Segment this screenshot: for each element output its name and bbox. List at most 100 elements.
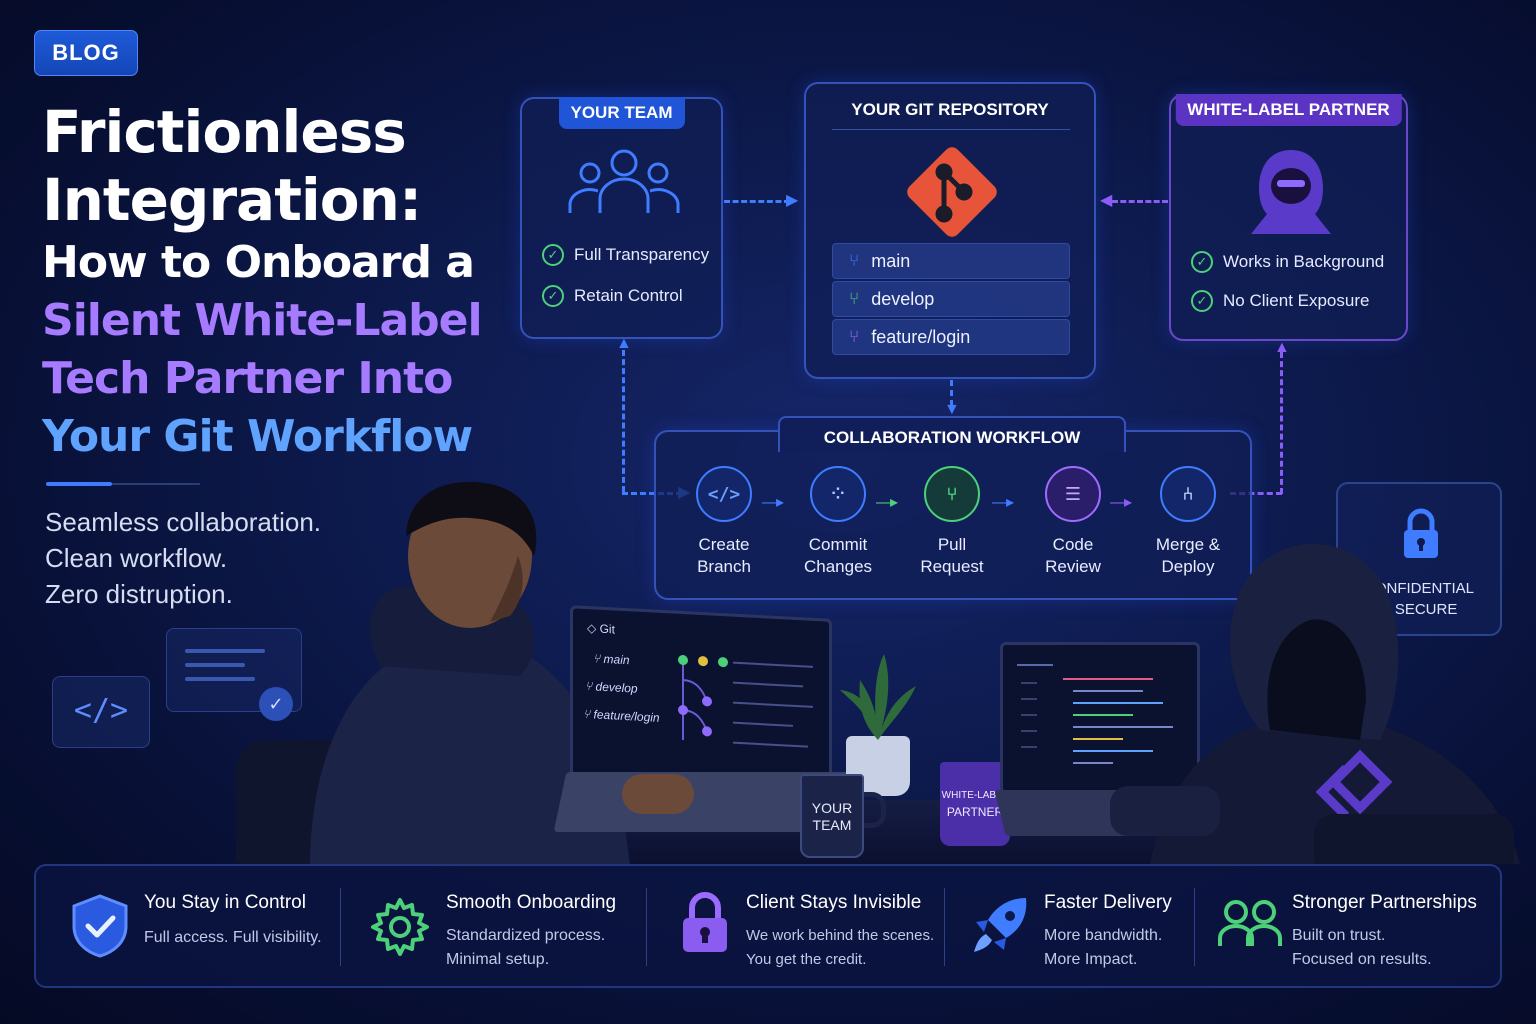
- code-brackets-icon: </>: [73, 693, 129, 728]
- title-line-4: Silent White-Label: [42, 295, 483, 346]
- title-line-3: How to Onboard a: [42, 237, 475, 288]
- flow-arrow-icon: —▸: [762, 494, 784, 511]
- gear-icon: [371, 898, 429, 956]
- title-underline-track: [112, 483, 200, 485]
- commit-nodes-icon: ⁘: [810, 466, 866, 522]
- chair-right: [1314, 814, 1514, 864]
- branch-develop[interactable]: ⑂ develop: [832, 281, 1070, 317]
- feature-desc: Standardized process.Minimal setup.: [446, 927, 606, 968]
- your-team-label: YOUR TEAM: [558, 97, 685, 129]
- flow-arrow-icon: —▸: [1110, 494, 1132, 511]
- partner-label: WHITE-LABEL PARTNER: [1175, 94, 1402, 126]
- lock-icon: [1404, 508, 1438, 558]
- white-label-partner-panel: WHITE-LABEL PARTNER ✓ Works in Backgroun…: [1169, 94, 1408, 341]
- feature-client-stays-invisible: Client Stays Invisible We work behind th…: [648, 866, 944, 986]
- check-circle-icon: ✓: [259, 687, 293, 721]
- step-merge-deploy[interactable]: ⑃ Merge &Deploy: [1128, 466, 1248, 578]
- partner-to-repo-connector: [1112, 200, 1168, 203]
- team-to-workflow-connector: [622, 350, 625, 492]
- check-icon: ✓: [542, 244, 564, 266]
- feature-smooth-onboarding: Smooth Onboarding Standardized process.M…: [342, 866, 644, 986]
- arrow-right-icon: ▶: [786, 192, 799, 209]
- title-line-5: Tech Partner Into: [42, 353, 453, 404]
- workflow-label: COLLABORATION WORKFLOW: [823, 428, 1081, 447]
- check-icon: ✓: [1191, 251, 1213, 273]
- team-icon: [568, 149, 680, 213]
- git-repository-panel: YOUR GIT REPOSITORY ⑂ main ⑂ develop ⑂ f…: [804, 82, 1096, 379]
- branch-icon: ⑂: [849, 289, 860, 309]
- feature-faster-delivery: Faster Delivery More bandwidth.More Impa…: [946, 866, 1194, 986]
- branch-icon: ⑂: [849, 251, 860, 271]
- page-title: Frictionless Integration: How to Onboard…: [42, 98, 522, 466]
- arrow-down-icon: ▼: [944, 401, 960, 418]
- feature-title: Faster Delivery: [1044, 892, 1172, 913]
- left-laptop-screen: ◇ Git ⑂ main ⑂ develop ⑂ feature/login: [570, 605, 832, 795]
- branch-icon: ⑂: [849, 327, 860, 347]
- partner-to-workflow-connector: [1280, 352, 1283, 494]
- decor-doc-card: ✓: [166, 628, 302, 721]
- feature-divider: [340, 888, 341, 966]
- partners-icon: [1218, 900, 1282, 946]
- feature-desc: More bandwidth.More Impact.: [1044, 927, 1163, 968]
- decor-code-card: </>: [52, 676, 150, 748]
- commit-graph: [678, 655, 813, 748]
- deploy-to-partner-connector: [1230, 492, 1282, 495]
- confidential-line-2: & SECURE: [1380, 601, 1458, 618]
- hooded-partner-illustration: [1110, 544, 1520, 864]
- rocket-icon: [974, 898, 1027, 952]
- team-to-repo-connector: [724, 200, 790, 203]
- review-chat-icon: ☰: [1045, 466, 1101, 522]
- arrow-up-icon: ▲: [616, 335, 632, 352]
- title-line-6: Your Git Workflow: [42, 411, 473, 462]
- tagline-line-1: Seamless collaboration.: [45, 507, 322, 537]
- tagline-line-3: Zero distruption.: [45, 579, 233, 609]
- team-item-transparency: ✓ Full Transparency: [542, 244, 709, 266]
- pull-request-icon: ⑂: [924, 466, 980, 522]
- check-icon: ✓: [542, 285, 564, 307]
- tagline: Seamless collaboration. Clean workflow. …: [45, 504, 321, 612]
- repo-to-workflow-connector: [950, 380, 953, 406]
- git-app-title: ◇ Git: [587, 621, 615, 637]
- git-logo: [907, 147, 997, 237]
- title-underline: [46, 482, 112, 486]
- feature-title: Stronger Partnerships: [1292, 892, 1477, 913]
- feature-title: You Stay in Control: [144, 892, 306, 913]
- feature-divider: [944, 888, 945, 966]
- check-icon: ✓: [1191, 290, 1213, 312]
- title-line-1: Frictionless: [42, 98, 407, 166]
- partner-item-exposure: ✓ No Client Exposure: [1191, 290, 1369, 312]
- feature-divider: [646, 888, 647, 966]
- feature-title: Smooth Onboarding: [446, 892, 617, 913]
- features-bar: You Stay in Control Full access. Full vi…: [34, 864, 1502, 988]
- hooded-figure-icon: [1251, 150, 1331, 234]
- workflow-label-tab: COLLABORATION WORKFLOW: [778, 416, 1126, 452]
- team-to-branch-connector: [622, 492, 682, 495]
- branch-feature-login[interactable]: ⑂ feature/login: [832, 319, 1070, 355]
- tagline-line-2: Clean workflow.: [45, 543, 228, 573]
- title-line-2: Integration:: [42, 166, 422, 234]
- arrow-up-icon: ▲: [1274, 339, 1290, 356]
- padlock-icon: [683, 892, 727, 952]
- left-laptop: ◇ Git ⑂ main ⑂ develop ⑂ feature/login: [570, 605, 832, 795]
- feature-desc: Full access. Full visibility.: [144, 929, 322, 946]
- developer-hand: [622, 774, 694, 814]
- plant-leaves: [840, 654, 916, 740]
- partner-item-background: ✓ Works in Background: [1191, 251, 1384, 273]
- git-repository-label: YOUR GIT REPOSITORY: [851, 100, 1049, 119]
- shield-check-icon: [72, 894, 128, 958]
- feature-title: Client Stays Invisible: [746, 892, 922, 913]
- feature-desc: We work behind the scenes.You get the cr…: [746, 927, 935, 968]
- confidential-line-1: CONFIDENTIAL: [1363, 580, 1474, 597]
- feature-stronger-partnerships: Stronger Partnerships Built on trust.Foc…: [1196, 866, 1502, 986]
- developer-illustration: [310, 481, 630, 866]
- branch-main[interactable]: ⑂ main: [832, 243, 1070, 279]
- your-team-panel: YOUR TEAM ✓ Full Transparency ✓ Retain C…: [520, 97, 723, 339]
- blog-badge[interactable]: BLOG: [34, 30, 138, 76]
- code-editor-lines: [1017, 664, 1173, 764]
- feature-desc: Built on trust.Focused on results.: [1292, 927, 1432, 968]
